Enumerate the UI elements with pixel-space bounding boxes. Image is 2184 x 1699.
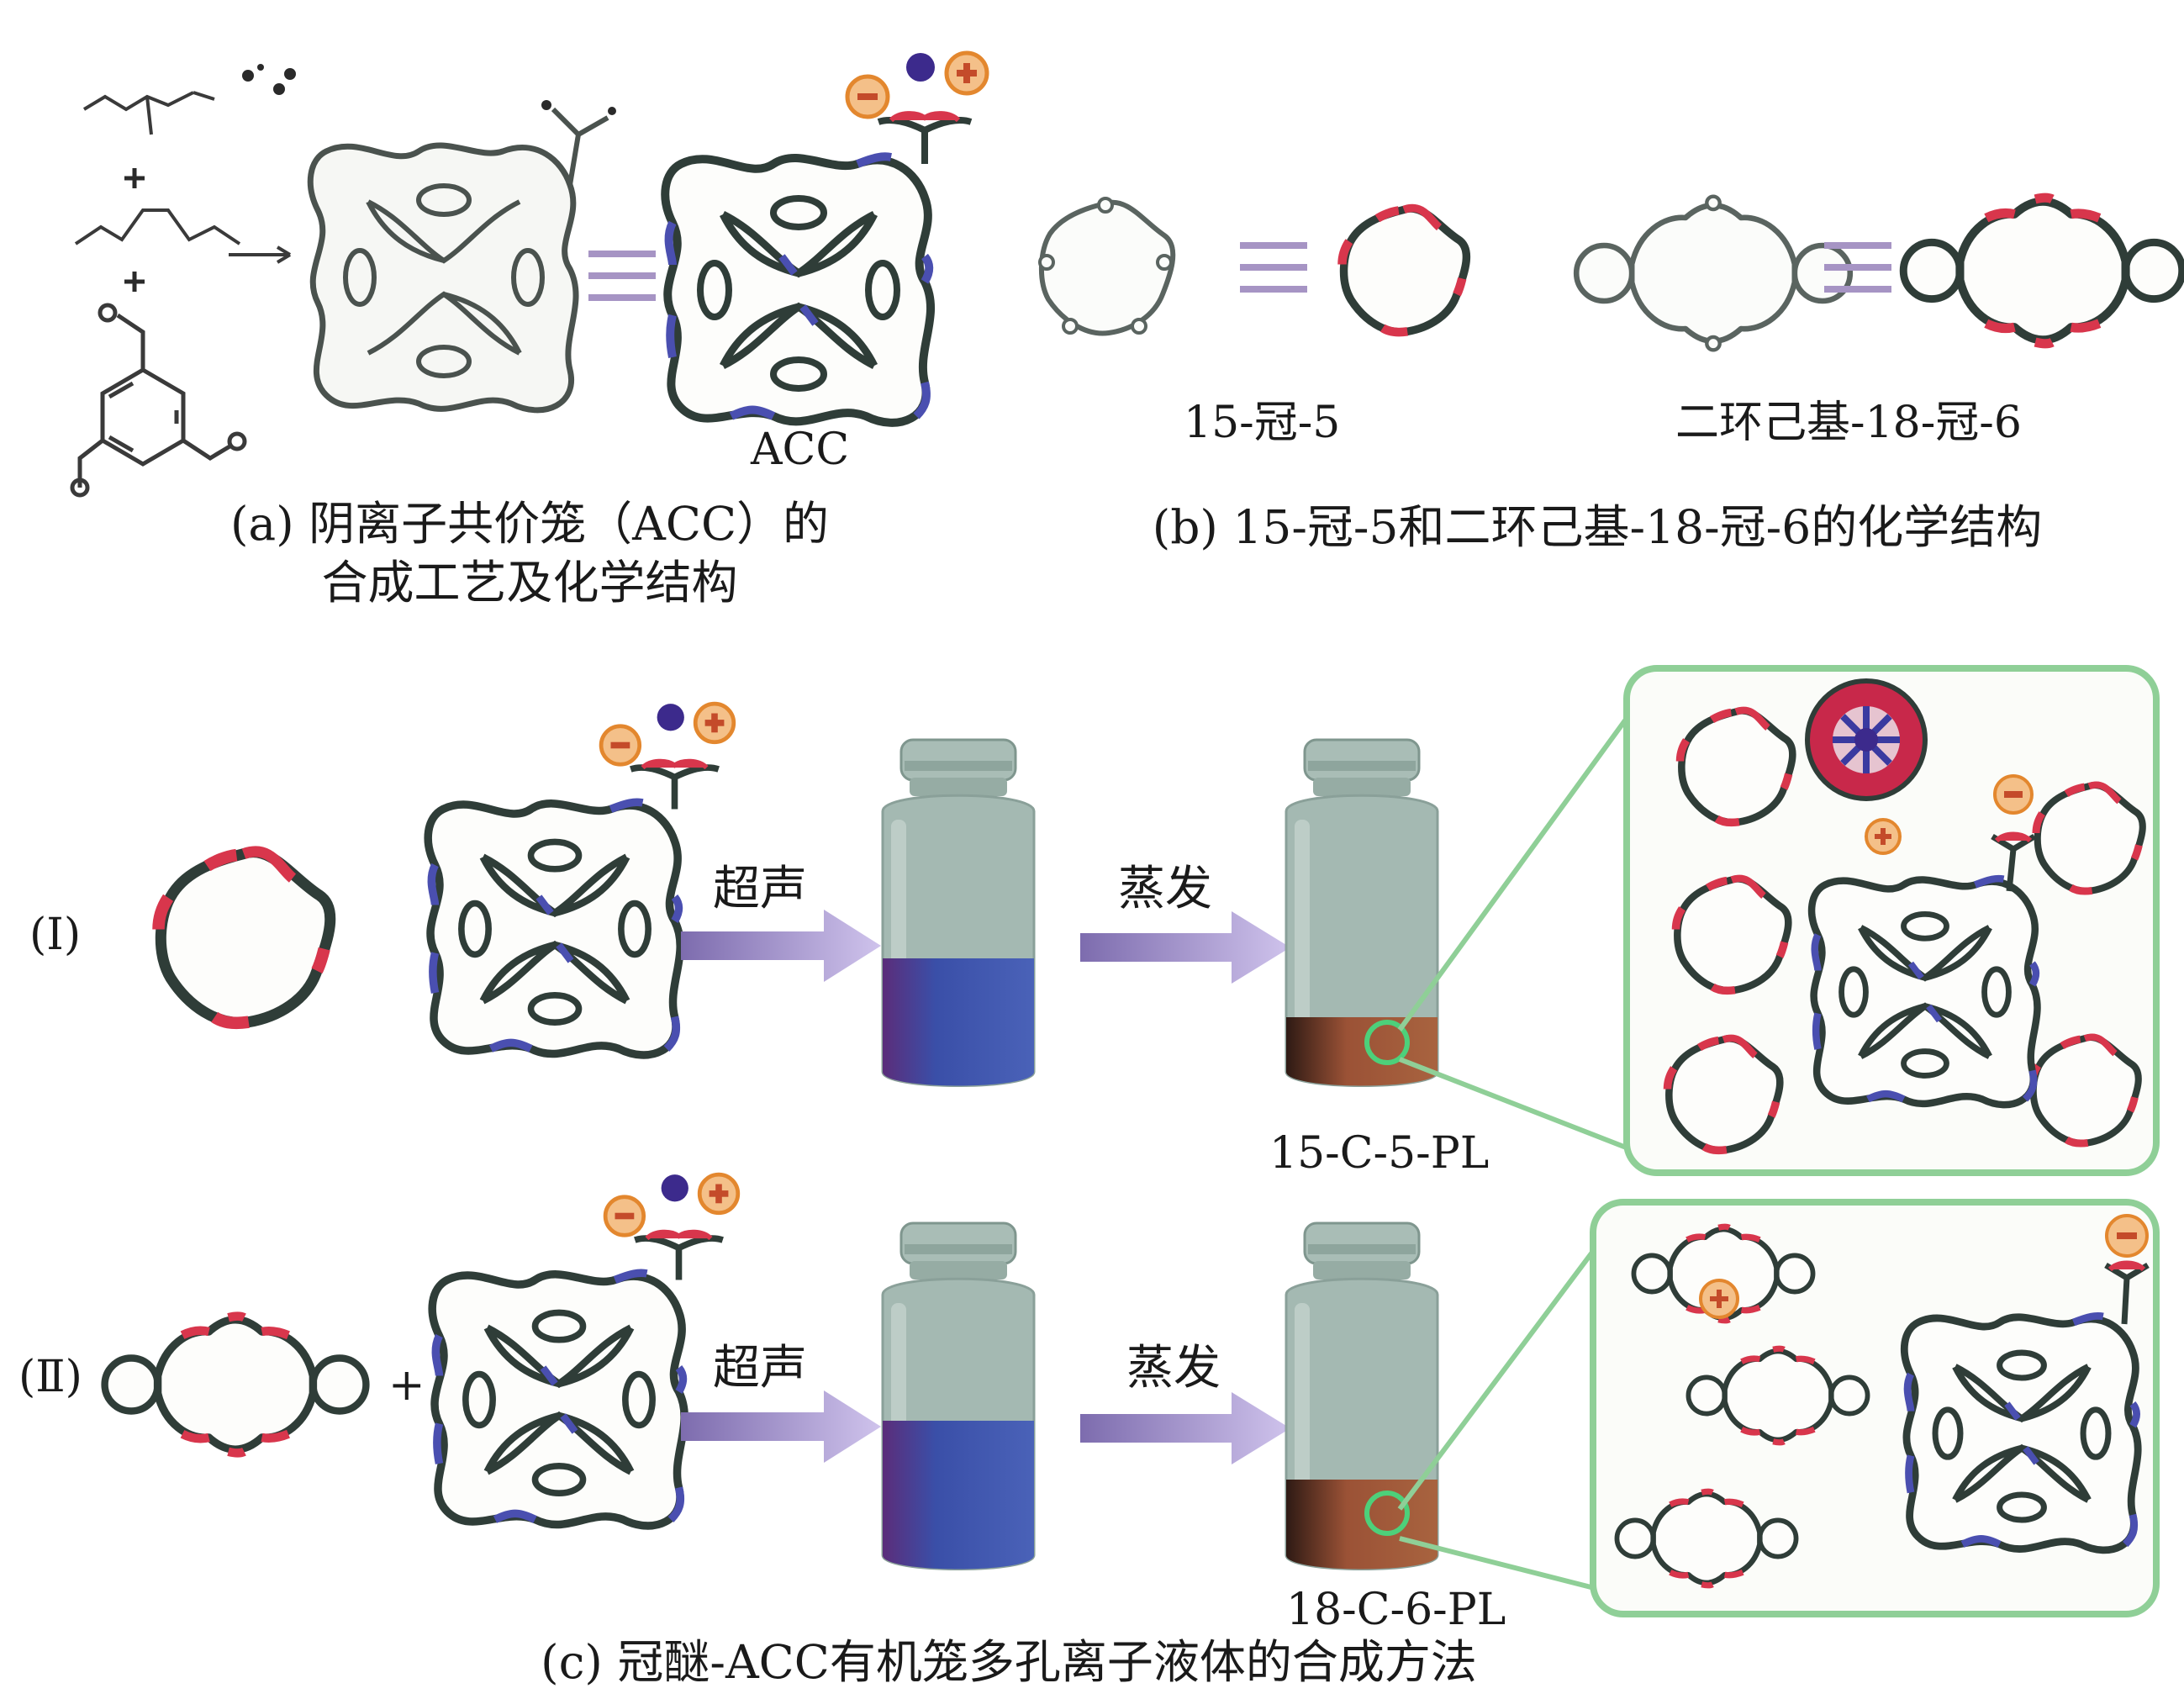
reactant-diamine — [74, 91, 241, 245]
row2-vial-brown — [1285, 1221, 1439, 1570]
row2-arrow-ultrasound — [681, 1390, 881, 1463]
crown6-colored — [1903, 198, 2182, 344]
label-dicyclohexyl-18-crown-6: 二环己基-18-冠-6 — [1675, 398, 2022, 448]
row1-acc-cage — [428, 704, 734, 1055]
acc-cage-plain — [310, 100, 616, 410]
row2-roman-label: (Ⅱ) — [18, 1352, 82, 1402]
row2-step2-label: 蒸发 — [1126, 1341, 1221, 1396]
crown5-colored — [1343, 208, 1467, 332]
equivalent-sign — [1824, 242, 1891, 293]
row1-step1-label: 超声 — [713, 862, 807, 916]
crown6-plain — [1573, 194, 1854, 352]
row2-crown6 — [105, 1316, 367, 1454]
row1-roman-label: (Ⅰ) — [29, 910, 82, 960]
row1-arrow-ultrasound — [681, 910, 881, 982]
crown-cation-complex — [1805, 678, 1928, 801]
synthesis-arrow — [229, 245, 292, 264]
row1-product-label: 15-C-5-PL — [1269, 1128, 1490, 1179]
caption-a-line2: 合成工艺及化学结构 — [321, 556, 738, 609]
caption-a-line1: (a) 阴离子共价笼（ACC）的 — [229, 497, 830, 551]
label-15-crown-5: 15-冠-5 — [1184, 398, 1341, 448]
caption-b: (b) 15-冠-5和二环己基-18-冠-6的化学结构 — [1152, 500, 2043, 554]
reagent-charges — [242, 64, 296, 95]
row2-zoom-panel — [1590, 1199, 2160, 1617]
row2-acc-cage — [432, 1174, 738, 1526]
row1-arrow-evaporation — [1080, 911, 1290, 984]
row2-vial-blue — [881, 1221, 1036, 1570]
row2-product-label: 18-C-6-PL — [1286, 1585, 1506, 1635]
equivalent-sign — [588, 251, 656, 301]
caption-c: (c) 冠醚-ACC有机笼多孔离子液体的合成方法 — [541, 1635, 1477, 1689]
acc-label: ACC — [751, 425, 850, 475]
row1-zoom-panel — [1623, 665, 2160, 1176]
row1-crown5 — [159, 852, 330, 1023]
row2-arrow-evaporation — [1080, 1392, 1290, 1464]
acc-cage-colored — [665, 53, 987, 423]
row2-zoom-lines — [1397, 1221, 1617, 1596]
row1-vial-blue — [881, 738, 1036, 1087]
row2-plus-sign: + — [388, 1360, 425, 1411]
row1-step2-label: 蒸发 — [1118, 862, 1212, 916]
row2-step1-label: 超声 — [713, 1341, 807, 1396]
crown5-plain — [1038, 197, 1176, 336]
reactant-trialdehyde — [70, 303, 247, 498]
row1-vial-brown — [1285, 738, 1439, 1087]
plus-sign — [124, 168, 145, 292]
row1-zoom-lines — [1397, 688, 1650, 1158]
equivalent-sign — [1240, 242, 1307, 293]
